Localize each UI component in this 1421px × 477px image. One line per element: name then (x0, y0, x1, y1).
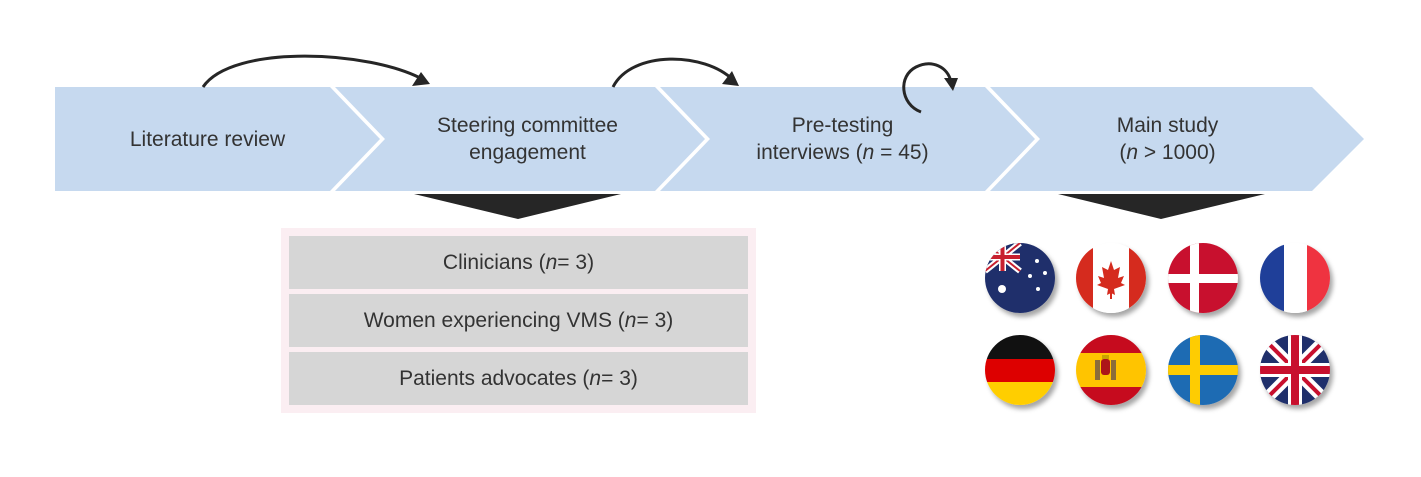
loop-arrow (902, 62, 953, 114)
sweden-flag (1168, 335, 1238, 405)
chevron-main-study (990, 87, 1364, 191)
australia-flag (985, 243, 1055, 313)
curved-arrow-1-head (412, 72, 430, 86)
committee-row-clinicians: Clinicians (n = 3) (289, 236, 748, 289)
step-title: Steering committee (437, 114, 618, 137)
step-subtitle: engagement (469, 141, 586, 164)
committee-row-advocates: Patients advocates (n = 3) (289, 352, 748, 405)
step-label-literature-review: Literature review (75, 100, 340, 178)
chevron-steering-committee (335, 87, 705, 191)
step-title: Literature review (129, 127, 286, 151)
curved-arrow-2 (611, 57, 735, 88)
germany-flag (985, 335, 1055, 405)
canada-flag (1076, 243, 1146, 313)
committee-panel: Clinicians (n = 3) Women experiencing VM… (281, 228, 756, 413)
curved-arrow-2-head (722, 71, 739, 86)
step-sample-size: interviews (n = 45) (756, 141, 929, 164)
france-flag (1260, 243, 1330, 313)
step-label-steering-committee: Steering committee engagement (385, 100, 670, 178)
curved-arrow-1 (201, 54, 425, 88)
denmark-flag (1168, 243, 1238, 313)
step-title: Pre-testing (791, 114, 894, 137)
chevron-pre-testing (660, 87, 1035, 191)
loop-arrow-head (944, 78, 958, 91)
step-label-pre-testing: Pre-testing interviews (n = 45) (710, 100, 975, 178)
spain-flag (1076, 335, 1146, 405)
committee-row-women: Women experiencing VMS (n = 3) (289, 294, 748, 347)
chevron-literature-review (55, 87, 380, 191)
uk-flag (1260, 335, 1330, 405)
step-sample-size: (n > 1000) (1119, 141, 1216, 164)
step-title: Main study (1116, 114, 1219, 137)
pointer-steering-committee (414, 194, 621, 219)
step-label-main-study: Main study (n > 1000) (1040, 100, 1295, 178)
pointer-main-study (1058, 194, 1265, 219)
